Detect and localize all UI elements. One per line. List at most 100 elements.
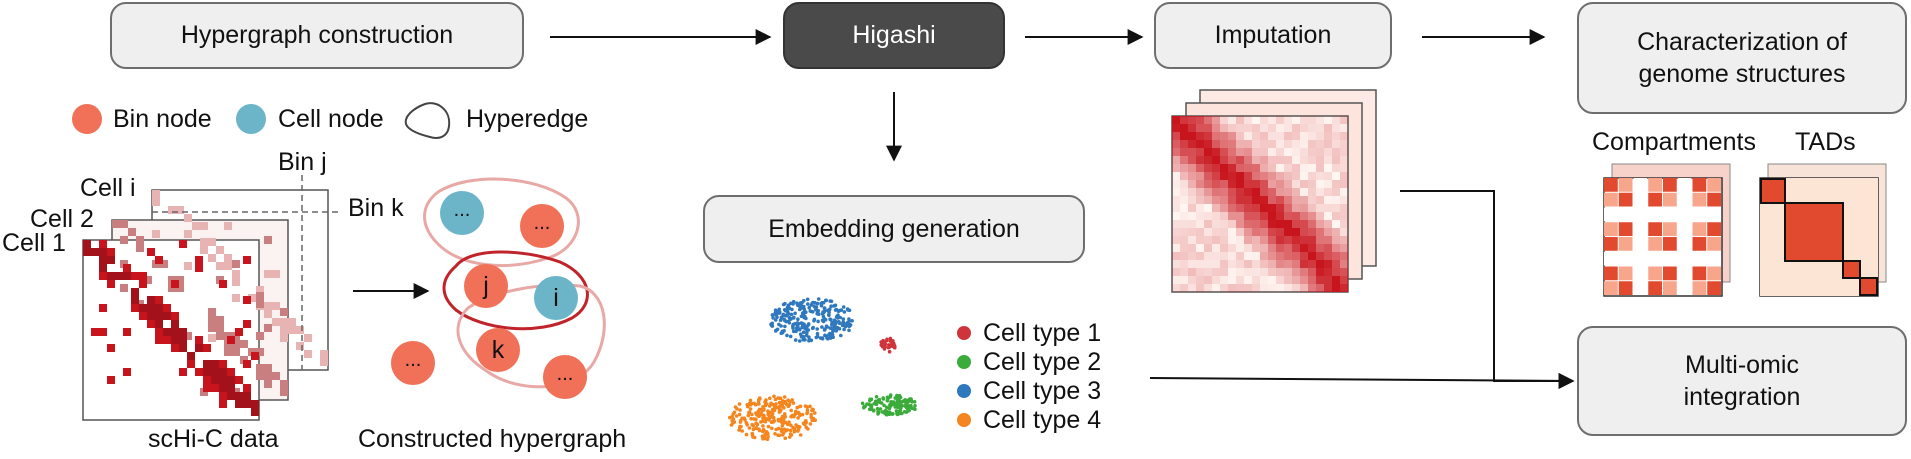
imputation-pixel	[1324, 196, 1332, 204]
imputation-pixel	[1220, 156, 1228, 164]
schic-pixel	[91, 248, 99, 256]
scatter-point	[773, 397, 778, 402]
schic-pixel	[227, 336, 235, 344]
scatter-point	[779, 429, 784, 434]
scatter-point	[829, 318, 833, 322]
scatter-point	[912, 400, 917, 404]
imputation-pixel	[1332, 164, 1340, 172]
scatter-point	[809, 412, 813, 417]
imputation-pixel	[1284, 204, 1292, 212]
imputation-pixel	[1260, 180, 1268, 188]
scatter-point	[812, 317, 817, 322]
imputation-pixel	[1268, 156, 1276, 164]
scatter-point	[770, 324, 775, 328]
imputation-pixel	[1244, 140, 1252, 148]
scatter-point	[887, 412, 892, 416]
compartment-pixel	[1618, 192, 1633, 207]
imputation-pixel	[1340, 180, 1348, 188]
imputation-pixel	[1308, 196, 1316, 204]
schic-bg-pixel	[272, 302, 280, 310]
scatter-point	[746, 404, 750, 409]
schic-bg-pixel	[264, 372, 272, 380]
imputation-pixel	[1276, 196, 1284, 204]
imputation-pixel	[1252, 180, 1260, 188]
scatter-point	[796, 424, 801, 429]
imputation-pixel	[1332, 140, 1340, 148]
compartment-pixel	[1707, 222, 1721, 236]
schic-bg-pixel	[184, 332, 192, 340]
imputation-pixel	[1260, 188, 1268, 196]
scatter-point	[828, 299, 832, 303]
scatter-point	[806, 323, 811, 327]
imputation-pixel	[1212, 268, 1220, 276]
imputation-pixel	[1284, 140, 1292, 148]
scatter-point	[833, 303, 838, 308]
schic-pixel	[107, 280, 115, 288]
scatter-point	[782, 395, 787, 399]
imputation-pixel	[1196, 204, 1204, 212]
imputation-pixel	[1268, 116, 1276, 124]
scatter-point	[798, 433, 803, 437]
compartment-pixel	[1618, 237, 1633, 251]
scatter-point	[831, 329, 835, 334]
imputation-pixel	[1212, 172, 1220, 180]
schic-pixel	[171, 328, 179, 336]
imputation-pixel	[1180, 188, 1188, 196]
imputation-pixel	[1220, 260, 1228, 268]
schic-pixel	[123, 328, 131, 336]
imputation-pixel	[1308, 228, 1316, 236]
imputation-pixel	[1252, 124, 1260, 132]
imputation-pixel	[1188, 188, 1196, 196]
imputation-pixel	[1244, 188, 1252, 196]
embedding-generation-box: Embedding generation	[703, 195, 1085, 263]
imputation-pixel	[1172, 172, 1180, 180]
schic-bg-pixel	[168, 206, 176, 214]
scatter-point	[787, 321, 792, 325]
tad-outline	[1859, 277, 1878, 296]
compartment-pixel	[1604, 251, 1618, 266]
scatter-point	[805, 328, 809, 333]
scatter-point	[772, 394, 776, 399]
scatter-point	[748, 398, 753, 403]
imputation-pixel	[1172, 204, 1180, 212]
imputation-pixel	[1196, 188, 1204, 196]
imputation-pixel	[1204, 188, 1212, 196]
imputation-pixel	[1180, 236, 1188, 244]
cell-type-3-label: Cell type 3	[983, 377, 1102, 405]
imputation-pixel	[1180, 196, 1188, 204]
imputation-pixel	[1220, 276, 1228, 284]
imputation-pixel	[1260, 156, 1268, 164]
imputation-pixel	[1236, 172, 1244, 180]
imputation-pixel	[1260, 212, 1268, 220]
scatter-point	[897, 393, 902, 398]
imputation-pixel	[1316, 228, 1324, 236]
compartment-pixel	[1692, 237, 1707, 251]
imputation-pixel	[1316, 276, 1324, 284]
scatter-point	[770, 321, 774, 326]
imputation-pixel	[1300, 276, 1308, 284]
compartment-pixel	[1648, 281, 1662, 295]
schic-pixel	[195, 256, 203, 264]
imputation-pixel	[1244, 236, 1252, 244]
scatter-point	[842, 310, 847, 314]
scatter-point	[777, 396, 782, 401]
scatter-point	[882, 403, 886, 408]
imputation-pixel	[1284, 116, 1292, 124]
imputation-pixel	[1324, 260, 1332, 268]
compartment-pixel	[1633, 251, 1648, 266]
imputation-pixel	[1252, 228, 1260, 236]
imputation-pixel	[1220, 268, 1228, 276]
schic-bg-pixel	[176, 206, 184, 214]
imputation-pixel	[1268, 260, 1276, 268]
scatter-point	[761, 427, 766, 432]
scatter-point	[893, 345, 897, 350]
imputation-pixel	[1204, 284, 1212, 292]
schic-bg-pixel	[120, 236, 128, 244]
imputation-pixel	[1204, 220, 1212, 228]
hypergraph-construction-box: Hypergraph construction	[110, 2, 524, 69]
imputation-pixel	[1196, 220, 1204, 228]
schic-bg-pixel	[184, 230, 192, 238]
scatter-point	[821, 311, 826, 315]
imputation-pixel	[1236, 164, 1244, 172]
scatter-point	[776, 419, 781, 423]
